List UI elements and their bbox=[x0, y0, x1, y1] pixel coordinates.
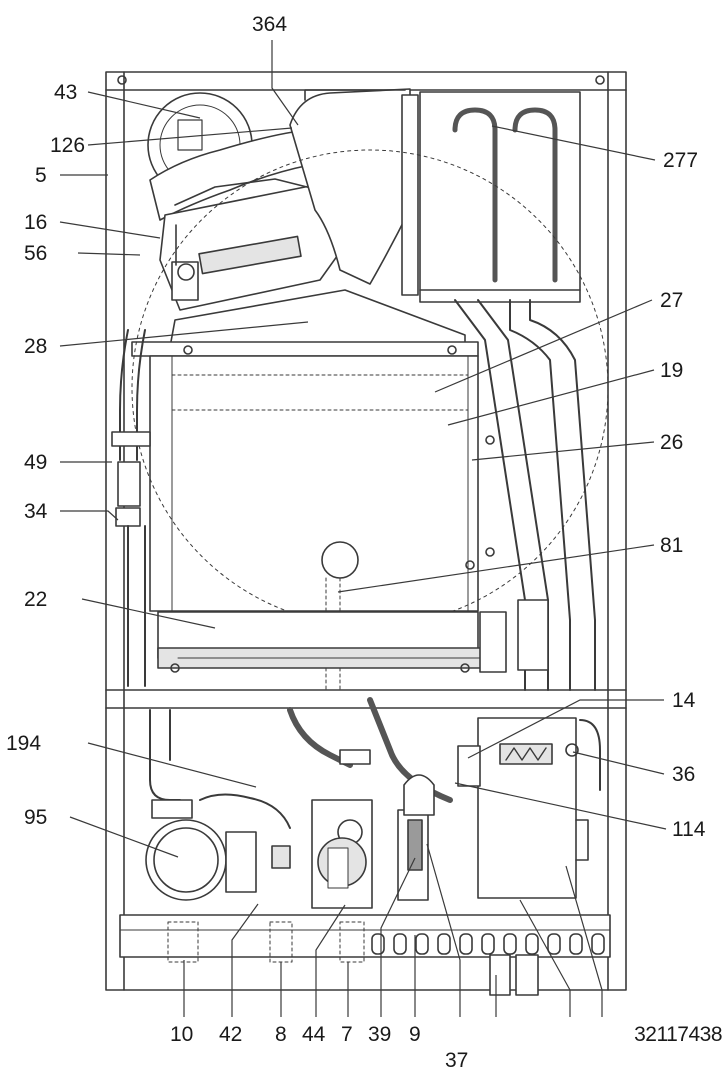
label-27: 27 bbox=[660, 289, 684, 312]
label-95: 95 bbox=[24, 806, 48, 829]
pump-95 bbox=[145, 793, 291, 901]
label-5: 5 bbox=[35, 164, 47, 187]
label-42: 42 bbox=[219, 1023, 243, 1046]
label-126: 126 bbox=[50, 134, 86, 157]
label-36: 36 bbox=[672, 763, 696, 786]
label-7: 7 bbox=[341, 1023, 353, 1046]
label-364: 364 bbox=[252, 13, 288, 36]
left-pipes bbox=[111, 329, 151, 687]
heat-exchanger-277 bbox=[419, 91, 581, 303]
label-32117438: 32117438 bbox=[634, 1023, 722, 1046]
label-8: 8 bbox=[275, 1023, 287, 1046]
label-44: 44 bbox=[302, 1023, 326, 1046]
control-box bbox=[457, 717, 601, 899]
label-43: 43 bbox=[54, 81, 78, 104]
leader-lines bbox=[59, 40, 667, 1017]
label-277: 277 bbox=[663, 149, 699, 172]
label-37: 37 bbox=[445, 1049, 469, 1072]
gas-valve bbox=[311, 774, 435, 909]
label-26: 26 bbox=[660, 431, 684, 454]
combustion-chamber bbox=[131, 341, 495, 691]
bottom-panel bbox=[119, 914, 611, 996]
label-14: 14 bbox=[672, 689, 696, 712]
label-28: 28 bbox=[24, 335, 48, 358]
label-39: 39 bbox=[368, 1023, 392, 1046]
label-22: 22 bbox=[24, 588, 48, 611]
label-49: 49 bbox=[24, 451, 48, 474]
label-10: 10 bbox=[170, 1023, 194, 1046]
right-pipes bbox=[454, 299, 596, 691]
label-34: 34 bbox=[24, 500, 48, 523]
label-9: 9 bbox=[409, 1023, 421, 1046]
flue-duct bbox=[289, 88, 419, 296]
burner-assembly-16 bbox=[159, 178, 346, 311]
label-16: 16 bbox=[24, 211, 48, 234]
burner-tray-22 bbox=[157, 611, 507, 673]
label-56: 56 bbox=[24, 242, 48, 265]
label-81: 81 bbox=[660, 534, 684, 557]
label-194: 194 bbox=[6, 732, 42, 755]
label-19: 19 bbox=[660, 359, 684, 382]
label-114: 114 bbox=[672, 818, 706, 841]
